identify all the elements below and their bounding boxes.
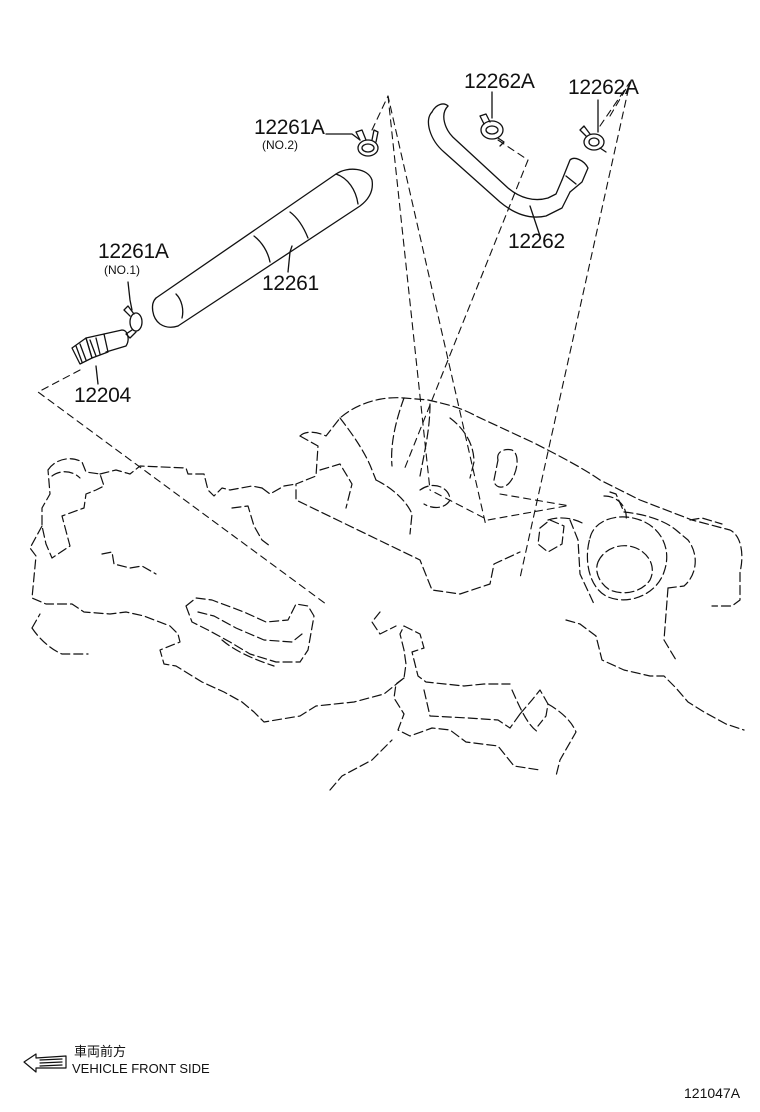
part-label-12261A-no1: 12261A: [98, 240, 169, 263]
front-side-label-en: VEHICLE FRONT SIDE: [72, 1061, 210, 1076]
dashed-reference-lines: [37, 81, 631, 605]
part-label-12262A-left: 12262A: [464, 70, 535, 93]
front-arrow-icon: [23, 1053, 67, 1073]
part-label-12261: 12261: [262, 272, 319, 295]
hose-12261: [151, 168, 374, 328]
front-side-label-jp: 車両前方: [74, 1044, 127, 1059]
part-label-12262: 12262: [508, 230, 565, 253]
hose-12262: [427, 103, 589, 218]
part-label-12204: 12204: [74, 384, 131, 407]
part-sublabel-no2: (NO.2): [262, 138, 298, 152]
clamp-12262A-left: [479, 113, 505, 147]
pcv-valve-12204: [71, 329, 129, 365]
part-label-12262A-right: 12262A: [568, 76, 639, 99]
clamp-12261A-no1: [123, 305, 143, 339]
part-label-12261A-no2: 12261A: [254, 116, 325, 139]
clamp-12262A-right: [579, 125, 607, 153]
figure-id: 121047A: [684, 1085, 741, 1101]
leader-lines: [95, 91, 599, 385]
engine-outline: [29, 397, 745, 791]
part-sublabel-no1: (NO.1): [104, 263, 140, 277]
clamp-12261A-no2: [355, 129, 379, 157]
